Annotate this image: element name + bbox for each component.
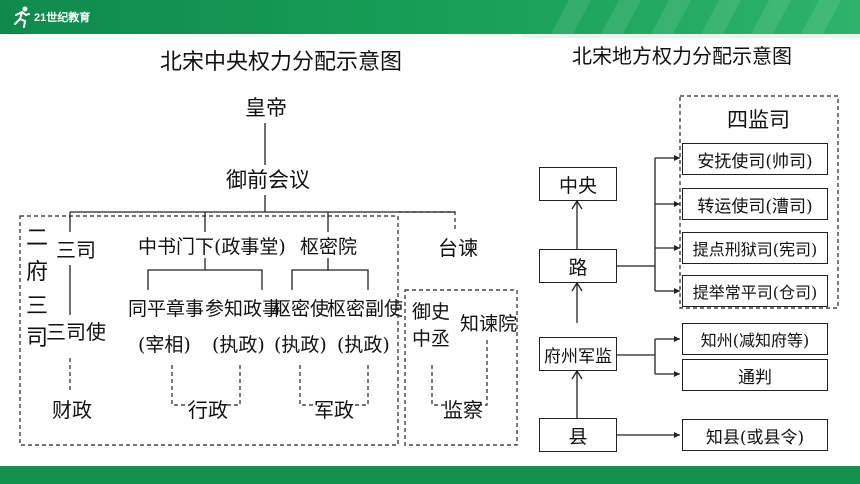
node-shumi: 枢密院 — [300, 236, 358, 258]
node-zhijianyuan: 知谏院 — [460, 313, 518, 335]
brand-logo: 21世纪教育 — [12, 5, 90, 29]
node-tiju: 提举常平司(仓司) — [682, 275, 828, 307]
central-title: 北宋中央权力分配示意图 — [160, 50, 403, 75]
node-zaixiang: (宰相) — [138, 334, 191, 356]
node-emperor: 皇帝 — [245, 96, 287, 120]
central-panel — [0, 34, 522, 466]
label-four-jiansi: 四监司 — [727, 108, 790, 132]
node-zhizheng-3: (执政) — [337, 334, 390, 356]
node-fuzhou: 府州军监 — [539, 337, 617, 371]
node-zhuanyun-label: 转运使司(漕司) — [697, 196, 813, 217]
node-tongpan: 通判 — [682, 359, 828, 391]
node-tiju-label: 提举常平司(仓司) — [692, 283, 818, 302]
local-title: 北宋地方权力分配示意图 — [572, 44, 792, 68]
func-junzheng: 军政 — [314, 398, 354, 422]
label-two-fu-1: 二 — [26, 226, 49, 251]
node-zhizheng-2: (执政) — [274, 334, 327, 356]
node-sansi-shi: 三司使 — [46, 320, 106, 344]
func-caizheng: 财政 — [52, 398, 92, 422]
func-xingzheng: 行政 — [188, 398, 228, 422]
node-anfu: 安抚使司(帅司) — [682, 143, 828, 175]
node-zhongshu: 中书门下(政事堂) — [138, 236, 286, 258]
node-zhongyang: 中央 — [539, 167, 617, 201]
node-taijian: 台谏 — [438, 236, 478, 260]
node-tidian-label: 提点刑狱司(宪司) — [692, 240, 818, 259]
node-zhizheng-1: (执政) — [212, 334, 265, 356]
node-canzhi: 参知政事 — [205, 298, 282, 320]
node-xian-label: 县 — [568, 425, 588, 448]
node-zhuanyun: 转运使司(漕司) — [682, 188, 828, 220]
node-zhizhou-label: 知州(减知府等) — [700, 331, 810, 350]
node-lu: 路 — [539, 249, 617, 283]
node-fuzhou-label: 府州军监 — [544, 346, 612, 367]
node-tongpan-label: 通判 — [738, 367, 772, 388]
node-zhixian: 知县(或县令) — [682, 419, 828, 451]
node-anfu-label: 安抚使司(帅司) — [697, 151, 813, 172]
node-shumishi: 枢密使 — [272, 298, 330, 320]
node-zhongyang-label: 中央 — [558, 174, 597, 197]
node-yushi: 御史 — [412, 301, 451, 323]
node-zhongcheng: 中丞 — [412, 328, 451, 350]
header-bar: 21世纪教育 — [0, 0, 860, 34]
runner-logo-icon — [14, 6, 30, 28]
label-two-fu-3: 三 — [26, 294, 49, 319]
node-zhizhou: 知州(减知府等) — [682, 323, 828, 355]
node-tongping: 同平章事 — [128, 298, 205, 320]
node-zhixian-label: 知县(或县令) — [705, 427, 805, 448]
node-xian: 县 — [539, 418, 617, 452]
node-tidian: 提点刑狱司(宪司) — [682, 232, 828, 264]
panel-divider — [522, 34, 860, 38]
label-two-fu-4: 司 — [26, 326, 49, 351]
node-sansi: 三司 — [56, 238, 96, 262]
node-imperial-meeting: 御前会议 — [226, 168, 310, 192]
label-two-fu-2: 府 — [26, 260, 49, 285]
node-lu-label: 路 — [568, 256, 588, 279]
node-shumifushi: 枢密副使 — [327, 298, 404, 320]
func-jiancha: 监察 — [443, 398, 483, 422]
footer-bar — [0, 466, 860, 484]
brand-name: 21世纪教育 — [34, 12, 91, 24]
